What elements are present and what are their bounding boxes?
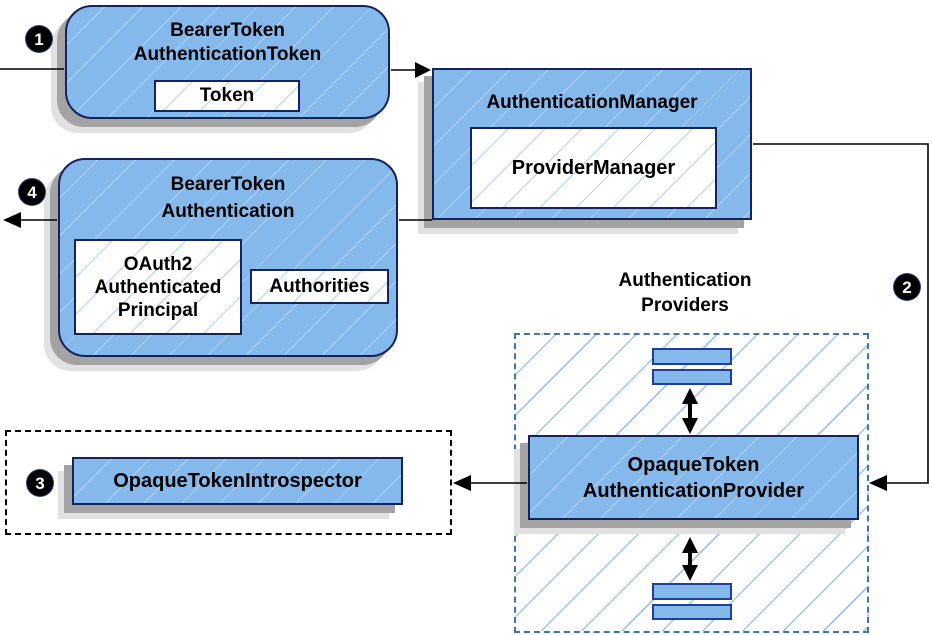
authentication-manager-title: AuthenticationManager [486, 92, 698, 113]
opaque-token-authentication-provider-label: OpaqueToken AuthenticationProvider [582, 453, 805, 502]
provider-placeholder-bar [652, 583, 732, 600]
oauth2-authenticated-principal-box: OAuth2 Authenticated Principal [74, 239, 242, 335]
step-1-badge: 1 [26, 26, 52, 52]
bearer-token-authentication-title: BearerToken Authentication [161, 174, 295, 222]
authentication-manager-box: AuthenticationManager ProviderManager [432, 68, 752, 220]
arrow-authentication-out [3, 212, 57, 228]
opaque-token-introspector-box: OpaqueTokenIntrospector [72, 457, 403, 505]
opaque-token-introspector-label: OpaqueTokenIntrospector [113, 469, 362, 492]
authentication-providers-heading-line2: Providers [641, 295, 729, 316]
step-4-badge: 4 [19, 179, 45, 205]
bearer-token-authentication-box: BearerToken Authentication OAuth2 Authen… [58, 158, 398, 357]
bearer-token-authentication-token-title: BearerToken AuthenticationToken [133, 20, 322, 65]
arrow-token-to-authentication-manager [391, 62, 431, 78]
authentication-providers-heading-line1: Authentication [618, 270, 752, 291]
step-3-badge: 3 [27, 470, 53, 496]
bearer-token-authentication-token-box: BearerToken AuthenticationToken Token [65, 5, 390, 119]
provider-placeholder-bar [652, 604, 732, 620]
token-box: Token [154, 80, 300, 112]
provider-placeholder-bar [652, 348, 732, 365]
provider-placeholder-bar [652, 369, 732, 385]
opaque-token-authentication-provider-box: OpaqueToken AuthenticationProvider [528, 435, 859, 520]
authentication-providers-heading: Authentication Providers [575, 268, 795, 318]
provider-manager-box: ProviderManager [470, 127, 717, 209]
authorities-box: Authorities [250, 269, 389, 304]
step-2-badge: 2 [894, 274, 920, 300]
